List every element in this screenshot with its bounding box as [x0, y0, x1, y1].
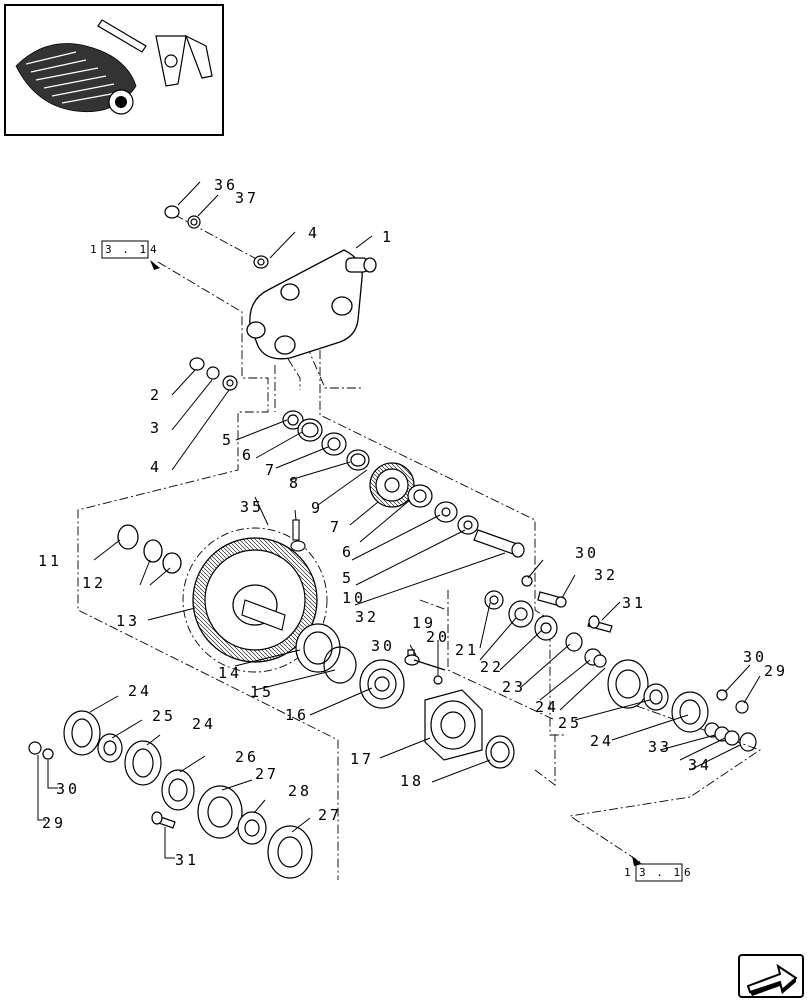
- callout: 13: [116, 612, 140, 630]
- callout: 26: [235, 748, 259, 766]
- callout: 11: [38, 552, 62, 570]
- callout: 24: [590, 732, 614, 750]
- bearing-stack-left: [28, 710, 313, 879]
- callout: 34: [688, 756, 712, 774]
- callout: 36: [214, 176, 238, 194]
- callout: 28: [288, 782, 312, 800]
- callout: 7: [265, 461, 277, 479]
- next-page-arrow-icon: [746, 963, 798, 996]
- callout: 27: [318, 806, 342, 824]
- callout: 8: [289, 474, 301, 492]
- retaining-rings: [117, 524, 182, 574]
- callout: 33: [648, 738, 672, 756]
- callout: 25: [558, 714, 582, 732]
- callout: 21: [455, 641, 479, 659]
- callout: 2: [150, 386, 162, 404]
- arrow-icon: [150, 260, 160, 270]
- bolt-washer-top: [164, 205, 269, 391]
- callout: 32: [594, 566, 618, 584]
- callout: 20: [426, 628, 450, 646]
- callout: 31: [175, 851, 199, 869]
- callout: 10: [342, 589, 366, 607]
- ref-prefix: 1: [624, 866, 633, 879]
- assembly-thumbnail-icon: [15, 19, 213, 115]
- callout: 30: [743, 648, 767, 666]
- callout: 4: [150, 458, 162, 476]
- upper-shaft-stack: [282, 410, 525, 558]
- callout: 27: [255, 765, 279, 783]
- arrow-icon: [632, 856, 642, 866]
- assembly-thumbnail: [4, 4, 224, 136]
- callout: 18: [400, 772, 424, 790]
- callout: 30: [371, 637, 395, 655]
- callout: 25: [152, 707, 176, 725]
- callout: 6: [342, 543, 354, 561]
- callout: 15: [250, 683, 274, 701]
- ref-boxed: 3 . 1: [639, 866, 682, 879]
- callout: 24: [128, 682, 152, 700]
- ref-prefix: 1: [90, 243, 99, 256]
- callout: 30: [575, 544, 599, 562]
- callout-labels: 1 2 3 4 4 5 6 7 8 9 7 6 5 10 11 12 13 14…: [38, 176, 788, 869]
- callout: 5: [222, 431, 234, 449]
- large-sprocket: [182, 527, 328, 673]
- callout: 35: [240, 498, 264, 516]
- callout: 24: [535, 698, 559, 716]
- callout: 16: [285, 706, 309, 724]
- callout: 9: [311, 499, 323, 517]
- bearing-stack-right: [484, 575, 757, 752]
- callout: 1: [382, 228, 394, 246]
- leader-lines: [37, 181, 761, 859]
- callout: 37: [235, 189, 259, 207]
- ref-suffix: 6: [684, 866, 693, 879]
- callout: 14: [218, 664, 242, 682]
- callout: 6: [242, 446, 254, 464]
- callout: 31: [622, 594, 646, 612]
- bracket-plate: [246, 249, 377, 360]
- callout: 32: [355, 608, 379, 626]
- callout: 4: [308, 224, 320, 242]
- callout: 5: [342, 569, 354, 587]
- callout: 12: [82, 574, 106, 592]
- callout: 7: [330, 518, 342, 536]
- callout: 17: [350, 750, 374, 768]
- reference-bottom[interactable]: 1 3 . 1 6: [624, 856, 693, 882]
- callout: 3: [150, 419, 162, 437]
- callout: 23: [502, 678, 526, 696]
- callout: 29: [42, 814, 66, 832]
- reference-top[interactable]: 1 3 . 1 4: [90, 240, 160, 270]
- callout: 24: [192, 715, 216, 733]
- callout: 22: [480, 658, 504, 676]
- callout: 19: [412, 614, 436, 632]
- bearing-stack-lower: [295, 623, 515, 769]
- callout: 30: [56, 780, 80, 798]
- ref-suffix: 4: [150, 243, 159, 256]
- next-page-button[interactable]: [738, 954, 804, 998]
- assembly-lines: [77, 214, 761, 880]
- callout: 29: [764, 662, 788, 680]
- ref-boxed: 3 . 1: [105, 243, 148, 256]
- grease-nipple: [290, 519, 306, 552]
